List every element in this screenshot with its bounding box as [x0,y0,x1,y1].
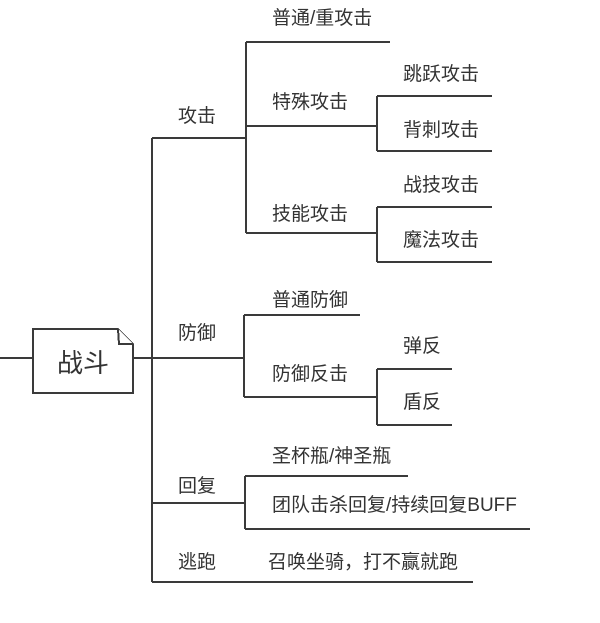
node-shield-counter[interactable]: 盾反 [403,392,442,413]
node-defense-counter[interactable]: 防御反击 [272,364,349,385]
node-parry[interactable]: 弹反 [403,336,442,357]
node-recovery[interactable]: 回复 [178,476,217,497]
node-jump-attack[interactable]: 跳跃攻击 [403,64,480,85]
node-normal-defense[interactable]: 普通防御 [272,290,349,311]
node-team-recovery[interactable]: 团队击杀回复/持续回复BUFF [272,495,517,516]
node-attack[interactable]: 攻击 [178,106,217,127]
root-node-label: 战斗 [56,347,109,378]
node-summon-mount-run[interactable]: 召唤坐骑，打不赢就跑 [268,552,459,573]
node-magic-attack[interactable]: 魔法攻击 [403,230,480,251]
root-node[interactable]: 战斗 [33,329,133,393]
node-backstab-attack[interactable]: 背刺攻击 [403,120,480,141]
node-defense[interactable]: 防御 [178,323,217,344]
node-special-attack[interactable]: 特殊攻击 [272,92,349,113]
node-normal-heavy-attack[interactable]: 普通/重攻击 [272,8,373,29]
root-node-box [32,328,134,394]
root-node-fold [117,328,133,345]
node-flask[interactable]: 圣杯瓶/神圣瓶 [272,446,392,467]
node-escape[interactable]: 逃跑 [178,552,217,573]
node-skill-attack[interactable]: 技能攻击 [272,204,349,225]
node-war-skill-attack[interactable]: 战技攻击 [403,175,480,196]
